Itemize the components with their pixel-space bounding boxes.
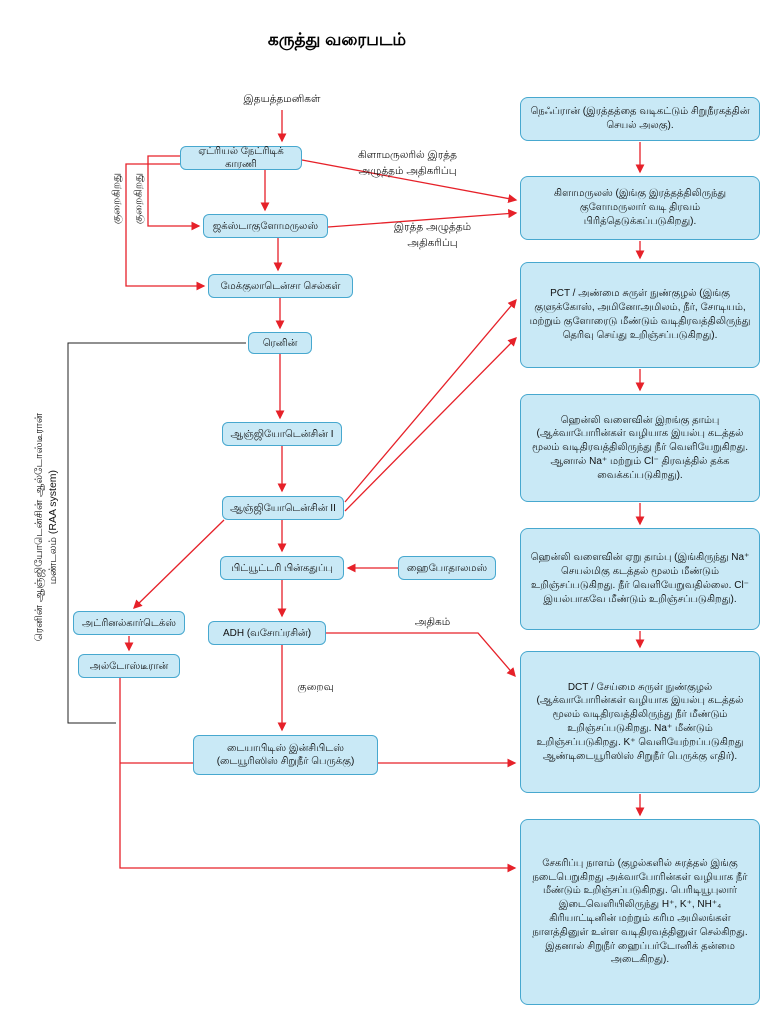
node-glomerulus: கிளாமருலஸ் (இங்கு இரத்தத்திலிருந்து குளோ… <box>520 176 760 240</box>
node-dct-text: DCT / சேய்மை சுருள் நுண்குழல் (ஆக்வாபோரி… <box>536 681 744 762</box>
node-glomerulus-text: கிளாமருலஸ் (இங்கு இரத்தத்திலிருந்து குளோ… <box>553 188 727 227</box>
node-collecting-duct: சேகரிப்பு நாளம் (குழல்களில் சுரத்தல் இங்… <box>520 819 760 1005</box>
node-adh: ADH (வசோப்ரசின்) <box>208 621 326 645</box>
edge-label-decreases-1: குறைகிறது <box>132 172 145 225</box>
node-macula-densa-label: மேக்குலாடென்சா செல்கள் <box>220 280 341 292</box>
node-angiotensin-1: ஆஞ்ஜியோடென்சின் I <box>222 422 342 446</box>
node-dct: DCT / சேய்மை சுருள் நுண்குழல் (ஆக்வாபோரி… <box>520 651 760 793</box>
node-henle-ascending: ஹென்லி வளைவின் ஏறு தாம்பு (இங்கிருந்து N… <box>520 528 760 630</box>
node-adrenal-cortex: அட்ரினல்கார்டெக்ஸ் <box>73 611 185 635</box>
node-pct-text: PCT / அண்மை சுருள் நுண்குழல் (இங்கு குளு… <box>529 288 751 341</box>
raa-system-label: ரெனின் ஆஞ்ஜியோடென்சின் ஆல்டோஸ்டீரான் மண்… <box>32 412 59 642</box>
edge-label-bp-increase: இரத்த அழுத்தம் அதிகரிப்பு <box>393 221 472 249</box>
node-angiotensin-2: ஆஞ்ஜியோடென்சின் II <box>222 496 344 520</box>
node-collecting-duct-text: சேகரிப்பு நாளம் (குழல்களில் சுரத்தல் இங்… <box>532 857 748 966</box>
node-juxtaglomerulus: ஜக்ஸ்டாகுளோமருலஸ் <box>203 214 328 238</box>
node-hypothalamus: ஹைபோதாலமஸ் <box>398 556 496 580</box>
node-angiotensin-2-label: ஆஞ்ஜியோடென்சின் II <box>230 502 336 514</box>
node-aldosterone: அல்டோஸ்டீரான் <box>78 654 180 678</box>
node-aldosterone-label: அல்டோஸ்டீரான் <box>89 660 169 672</box>
node-pct: PCT / அண்மை சுருள் நுண்குழல் (இங்கு குளு… <box>520 262 760 368</box>
node-adh-label: ADH (வசோப்ரசின்) <box>222 627 312 639</box>
node-renin: ரெனின் <box>248 332 312 354</box>
node-posterior-pituitary: பிட்யூட்டரி பின்கதுப்பு <box>220 556 344 580</box>
node-macula-densa: மேக்குலாடென்சா செல்கள் <box>208 274 353 298</box>
node-henle-descending-text: ஹென்லி வளைவின் இறங்கு தாம்பு (ஆக்வாபோரின… <box>532 414 748 481</box>
node-henle-ascending-text: ஹென்லி வளைவின் ஏறு தாம்பு (இங்கிருந்து N… <box>530 552 750 605</box>
raa-bracket <box>67 342 246 724</box>
node-juxtaglomerulus-label: ஜக்ஸ்டாகுளோமருலஸ் <box>212 220 319 232</box>
node-heart: இதயத்தமனிகள் <box>243 93 321 105</box>
node-henle-descending: ஹென்லி வளைவின் இறங்கு தாம்பு (ஆக்வாபோரின… <box>520 394 760 502</box>
node-nephron: நெஃப்ரான் (இரத்தத்தை வடிகட்டும் சிறுநீரக… <box>520 97 760 141</box>
page-title: கருத்து வரைபடம் <box>267 30 407 49</box>
node-angiotensin-1-label: ஆஞ்ஜியோடென்சின் I <box>230 428 334 440</box>
node-anf: ஏட்ரியல் நேட்ரிடிக் காரணி <box>180 146 302 170</box>
node-renin-label: ரெனின் <box>262 337 298 349</box>
edge-label-high: அதிகம் <box>414 616 451 628</box>
edge-label-glomerular-bp-increase: கிளாமருலரில் இரத்த அழுத்தம் அதிகரிப்பு <box>358 149 457 177</box>
node-posterior-pituitary-label: பிட்யூட்டரி பின்கதுப்பு <box>231 562 333 574</box>
node-diabetes-insipidus: டையாபிடிஸ் இன்சிபிடஸ் (டையூரிஸிஸ் சிறுநீ… <box>193 735 378 775</box>
node-hypothalamus-label: ஹைபோதாலமஸ் <box>406 562 488 574</box>
node-nephron-text: நெஃப்ரான் (இரத்தத்தை வடிகட்டும் சிறுநீரக… <box>530 106 750 131</box>
node-diabetes-insipidus-label: டையாபிடிஸ் இன்சிபிடஸ் (டையூரிஸிஸ் சிறுநீ… <box>216 743 355 767</box>
edge-label-low: குறைவு <box>297 681 334 693</box>
node-adrenal-cortex-label: அட்ரினல்கார்டெக்ஸ் <box>82 617 176 629</box>
node-anf-label: ஏட்ரியல் நேட்ரிடிக் காரணி <box>198 146 284 170</box>
edge-label-decreases-2: குறைகிறது <box>110 172 123 225</box>
